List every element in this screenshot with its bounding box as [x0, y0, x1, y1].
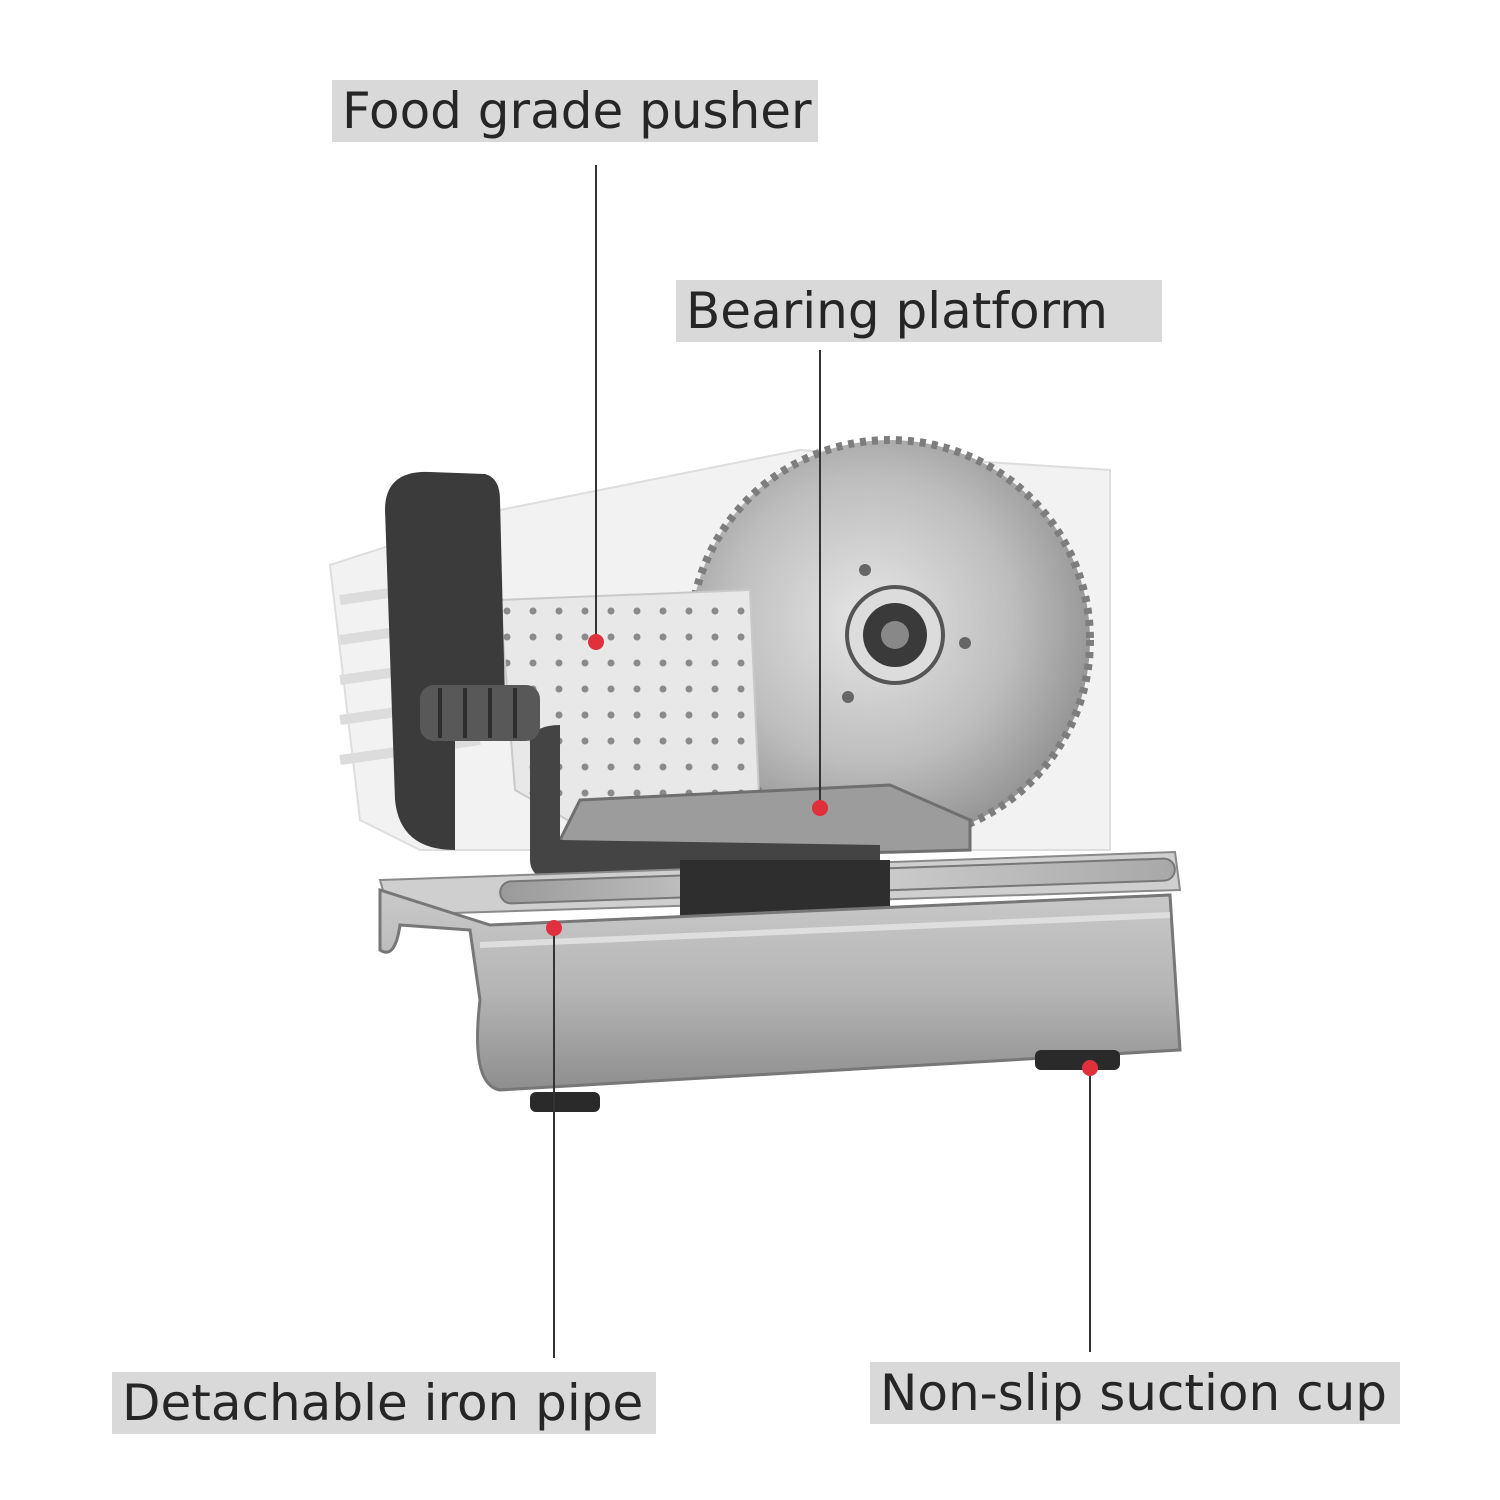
- pusher-body: [385, 471, 505, 850]
- callout-food-grade-pusher: Food grade pusher: [332, 80, 818, 142]
- pusher-spring: [420, 685, 540, 741]
- callout-non-slip-suction-cup: Non-slip suction cup: [870, 1362, 1400, 1424]
- pusher-arm: [530, 725, 880, 885]
- callout-detachable-iron-pipe: Detachable iron pipe: [112, 1372, 656, 1434]
- marker-pipe: [546, 920, 562, 936]
- marker-pusher: [588, 634, 604, 650]
- suction-cup-left: [530, 1092, 600, 1112]
- marker-cup: [1082, 1060, 1098, 1076]
- callout-bearing-platform: Bearing platform: [676, 280, 1162, 342]
- marker-platform: [812, 800, 828, 816]
- suction-cup-right: [1035, 1050, 1120, 1070]
- leader-lines: [553, 165, 1091, 1358]
